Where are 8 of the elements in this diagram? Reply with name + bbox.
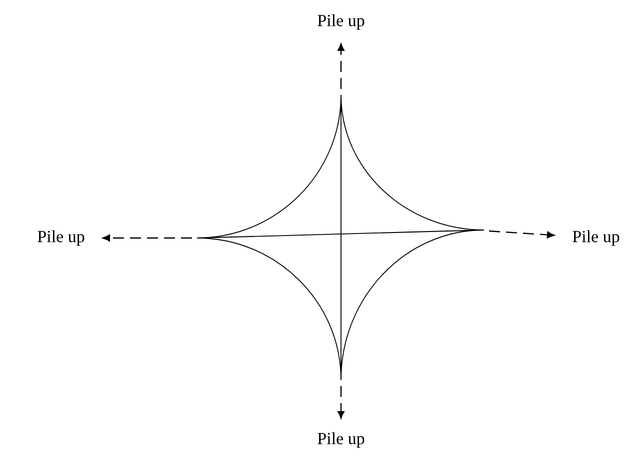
arrow — [488, 230, 554, 238]
pile-up-label: Pile up — [38, 230, 84, 246]
arrow — [338, 386, 344, 419]
pile-up-label: Pile up — [572, 230, 620, 246]
arrow — [102, 234, 192, 242]
pile-up-label: Pile up — [318, 432, 364, 448]
arrow — [338, 43, 344, 89]
pile-up-label: Pile up — [318, 14, 364, 30]
